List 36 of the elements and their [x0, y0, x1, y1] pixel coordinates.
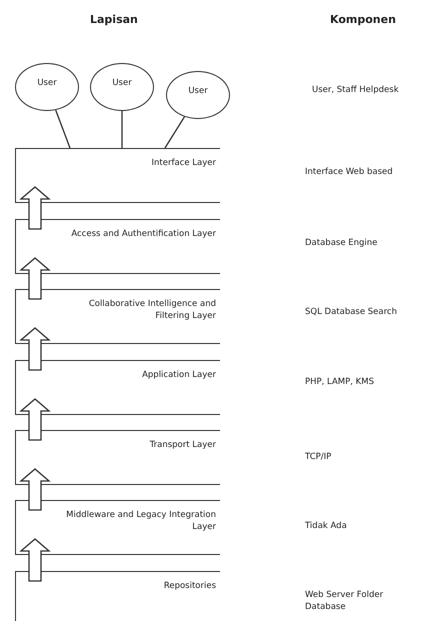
component-text: Database Engine	[305, 238, 378, 250]
connector-line	[121, 111, 123, 148]
block-arrow	[19, 398, 51, 441]
component-text: Interface Web based	[305, 167, 393, 179]
component-text: PHP, LAMP, KMS	[305, 377, 374, 389]
block-arrow	[19, 186, 51, 230]
layer-box	[15, 430, 220, 485]
layer-box	[15, 360, 220, 415]
layer-box	[15, 219, 220, 274]
column-heading: Komponen	[330, 12, 396, 28]
component-text: User, Staff Helpdesk	[312, 85, 399, 97]
node-label: User	[187, 86, 209, 96]
component-text: SQL Database Search	[305, 307, 397, 319]
column-heading: Lapisan	[90, 12, 138, 28]
layer-label: Interface Layer	[150, 157, 216, 170]
layer-label: Application Layer	[141, 369, 216, 382]
connector-line	[55, 110, 71, 148]
connector-line	[164, 116, 186, 148]
layer-box	[15, 289, 220, 344]
layer-label: Access and Authentification Layer	[70, 228, 216, 240]
layer-label: Transport Layer	[148, 439, 216, 452]
layer-box	[15, 571, 220, 621]
block-arrow	[19, 257, 51, 300]
layer-label: Collaborative Intelligence and Filtering Layer	[88, 298, 216, 323]
layer-label: Middleware and Legacy Integration Layer	[66, 509, 216, 534]
component-text: Web Server Folder Database	[305, 590, 384, 614]
block-arrow	[19, 327, 51, 371]
layer-box	[15, 500, 220, 555]
node-label: User	[36, 78, 58, 88]
layer-box	[15, 148, 220, 203]
block-arrow	[19, 468, 51, 511]
layer-label: Repositories	[162, 580, 216, 592]
component-text: Tidak Ada	[305, 521, 347, 533]
node-label: User	[111, 78, 133, 88]
block-arrow	[19, 538, 51, 582]
component-text: TCP/IP	[305, 452, 332, 464]
